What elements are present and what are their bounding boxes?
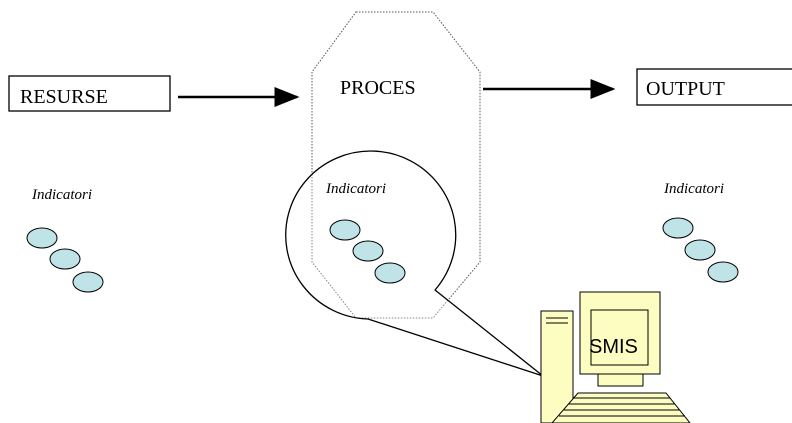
computer-icon: SMIS [540,291,691,423]
output-label: OUTPUT [646,78,725,100]
process-indicator-dot [374,262,406,284]
resources-box [8,75,171,112]
callout-bubble [285,150,544,377]
output-box [636,68,792,106]
output-indicator-dot [662,217,694,239]
resources-indicator-dot [72,271,104,293]
output-indicator-dot [707,261,739,283]
computer-stand [597,373,644,387]
computer-screen [590,309,649,366]
resources-indicator-dot [49,248,81,270]
process-indicators-label: Indicatori [325,181,386,197]
process-indicator-dot [329,219,361,241]
output-indicator-dot [684,239,716,261]
resources-label: RESURSE [20,86,108,108]
resources-indicator-dot [26,227,58,249]
computer-screen-label: SMIS [589,336,638,358]
process-indicator-dot [352,240,384,262]
resources-indicators-label: Indicatori [31,187,92,203]
process-label: PROCES [340,77,416,99]
process-shape [311,11,481,319]
output-indicators-label: Indicatori [663,181,724,197]
